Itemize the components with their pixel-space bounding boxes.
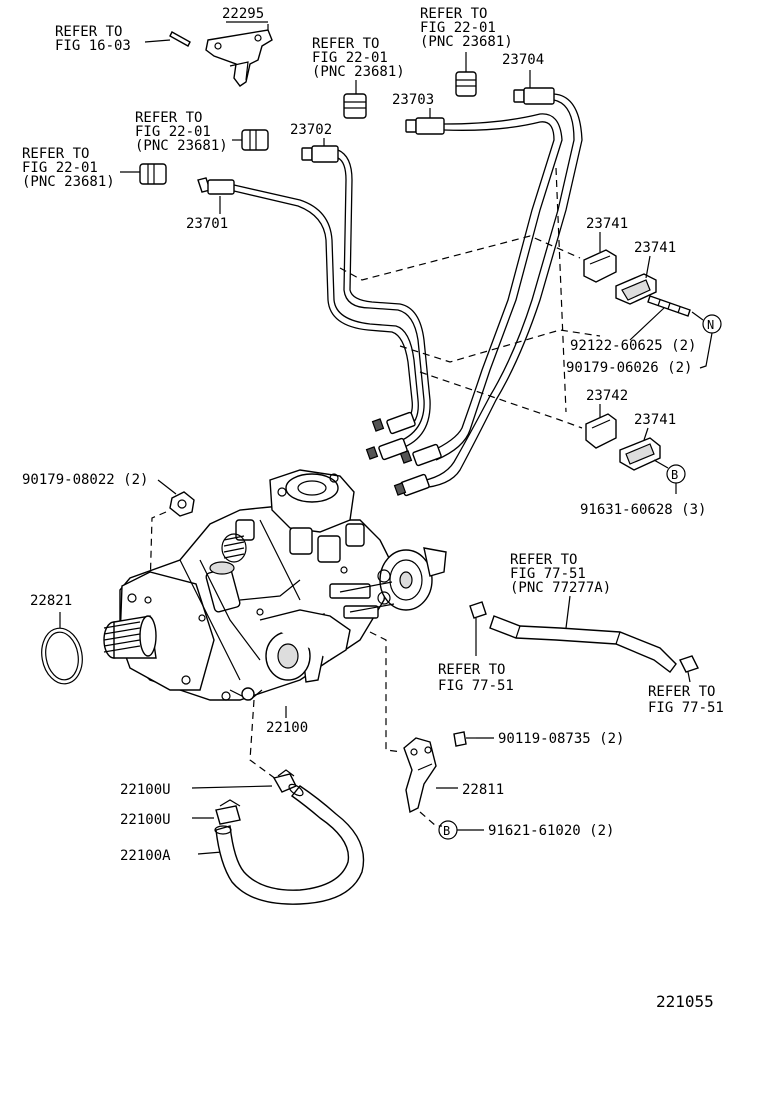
label-91621: 91621-61020 (2) — [488, 823, 614, 839]
label-22100: 22100 — [266, 720, 308, 736]
label-23741-b: 23741 — [634, 240, 676, 256]
clamp-23741-b — [615, 273, 657, 305]
label-refer-top1-line1: REFER TO — [312, 36, 379, 52]
label-refer-77-51-a-line1: REFER TO — [510, 552, 577, 568]
injection-pipe-23702 — [301, 138, 431, 451]
label-22295: 22295 — [222, 6, 264, 22]
label-23703: 23703 — [392, 92, 434, 108]
label-refer-top1-line3: (PNC 23681) — [312, 64, 405, 80]
clamp-22100U-b — [215, 799, 241, 825]
label-refer-to-16-03-line2: FIG 16-03 — [55, 38, 131, 54]
label-23741-c: 23741 — [634, 412, 676, 428]
injection-pipe-23701 — [197, 177, 419, 429]
label-23741-a: 23741 — [586, 216, 628, 232]
clamp-23741-a — [583, 249, 617, 283]
clip-right — [679, 655, 699, 683]
circle-b-marker-2: B — [438, 820, 484, 840]
clamp-23741-c — [619, 437, 661, 471]
label-refer-77-51-a-line2: FIG 77-51 — [510, 566, 586, 582]
label-23702: 23702 — [290, 122, 332, 138]
label-refer-to-16-03-line1: REFER TO — [55, 24, 122, 40]
valve-holder-top1 — [343, 80, 367, 119]
label-23704: 23704 — [502, 52, 544, 68]
label-22811: 22811 — [462, 782, 504, 798]
o-ring-22821 — [41, 627, 83, 685]
label-refer-left-line1: REFER TO — [22, 146, 89, 162]
label-90179-08022: 90179-08022 (2) — [22, 472, 148, 488]
hose-77277A — [489, 615, 677, 673]
label-refer-mid-line2: FIG 22-01 — [135, 124, 211, 140]
label-refer-left-line3: (PNC 23681) — [22, 174, 115, 190]
figure-id: 221055 — [656, 992, 714, 1011]
label-91631: 91631-60628 (3) — [580, 502, 706, 518]
bolt-92122 — [647, 295, 691, 317]
valve-holder-left — [120, 163, 167, 185]
circle-n-marker: N — [691, 311, 722, 369]
label-refer-left-line2: FIG 22-01 — [22, 160, 98, 176]
label-refer-mid-line1: REFER TO — [135, 110, 202, 126]
label-refer-mid-line3: (PNC 23681) — [135, 138, 228, 154]
label-refer-top2-line3: (PNC 23681) — [420, 34, 513, 50]
label-refer-top1-line2: FIG 22-01 — [312, 50, 388, 66]
bracket-22811 — [403, 737, 437, 814]
label-22100U-b: 22100U — [120, 812, 171, 828]
label-23701: 23701 — [186, 216, 228, 232]
clamp-22100U-a — [272, 769, 297, 793]
clamp-23742 — [585, 413, 617, 449]
label-refer-77-51-b-line1: REFER TO — [438, 662, 505, 678]
injection-pipe-23704 — [415, 70, 583, 489]
label-refer-top2-line2: FIG 22-01 — [420, 20, 496, 36]
valve-holder-top2 — [455, 52, 477, 97]
label-22100U-a: 22100U — [120, 782, 171, 798]
clip-left — [469, 601, 487, 656]
label-22821: 22821 — [30, 593, 72, 609]
label-92122: 92122-60625 (2) — [570, 338, 696, 354]
hose-22100A — [214, 783, 365, 905]
nut-90179-08022 — [169, 491, 195, 517]
valve-holder-mid — [232, 129, 269, 151]
bracket-22295 — [205, 29, 273, 87]
label-22100A: 22100A — [120, 848, 171, 864]
label-refer-77-51-a-line3: (PNC 77277A) — [510, 580, 611, 596]
label-refer-77-51-b-line2: FIG 77-51 — [438, 678, 514, 694]
circle-b-letter-1: B — [671, 468, 678, 482]
label-90119: 90119-08735 (2) — [498, 731, 624, 747]
circle-n-letter: N — [707, 318, 714, 332]
label-refer-77-51-c-line2: FIG 77-51 — [648, 700, 724, 716]
label-refer-top2-line1: REFER TO — [420, 6, 487, 22]
label-23742: 23742 — [586, 388, 628, 404]
label-refer-77-51-c-line1: REFER TO — [648, 684, 715, 700]
circle-b-letter-2: B — [443, 824, 450, 838]
injection-pipe-23703 — [405, 108, 563, 461]
stud-bolt — [169, 31, 191, 47]
pipe-nuts — [365, 411, 442, 497]
label-90179-06026: 90179-06026 (2) — [566, 360, 692, 376]
circle-b-marker-1: B — [653, 459, 686, 494]
injection-pump-22100 — [103, 469, 447, 701]
bolt-90119 — [453, 731, 476, 747]
